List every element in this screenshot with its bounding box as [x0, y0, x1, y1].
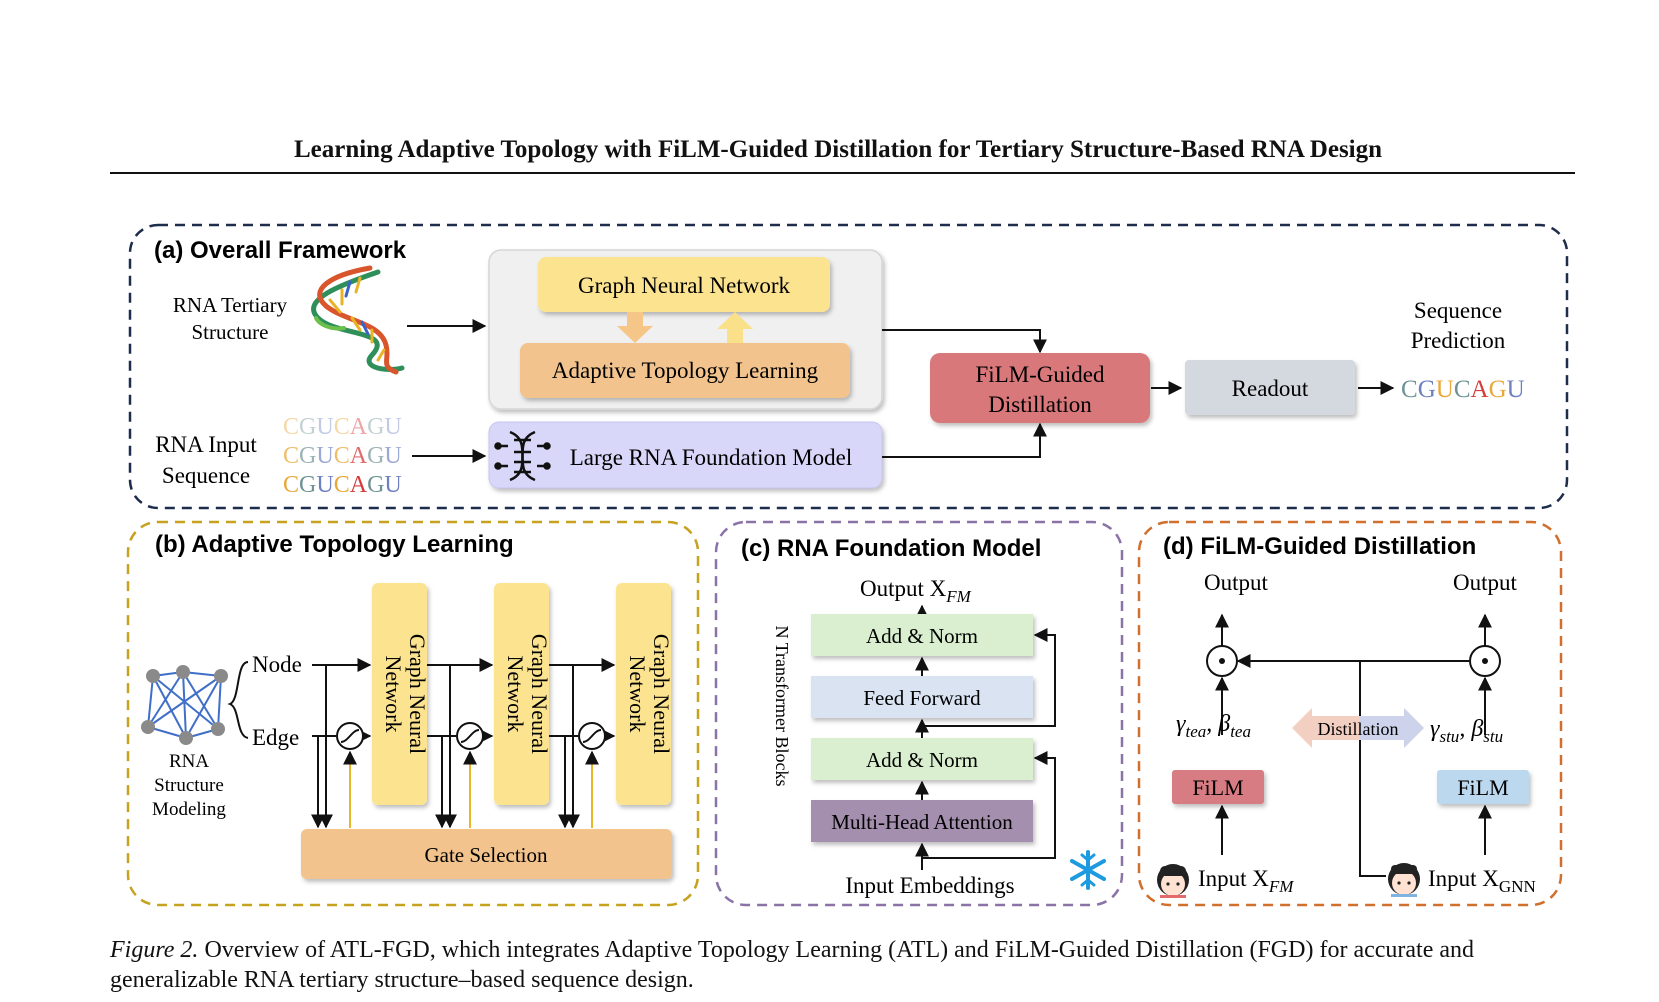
- rna-input-label-2: Sequence: [162, 463, 250, 488]
- panel-d-title: (d) FiLM-Guided Distillation: [1163, 533, 1476, 560]
- film-teacher-box: [1172, 770, 1264, 804]
- output-fm-label: Output XFM: [860, 576, 972, 606]
- odot-right-dot: [1482, 658, 1488, 664]
- add-norm-box-bottom: [811, 738, 1033, 780]
- gamma-beta-tea: γtea, βtea: [1176, 711, 1251, 741]
- node-label: Node: [252, 652, 302, 677]
- film-label-2: Distillation: [988, 392, 1092, 417]
- svg-text:Graph Neural: Graph Neural: [405, 634, 430, 754]
- film-label-1: FiLM-Guided: [975, 362, 1105, 387]
- panel-d-border: [1137, 520, 1563, 907]
- panel-c-title: (c) RNA Foundation Model: [741, 535, 1041, 562]
- panel-a-title: (a) Overall Framework: [154, 237, 407, 264]
- feed-forward-label: Feed Forward: [863, 686, 981, 710]
- prediction-label-1: Sequence: [1414, 298, 1502, 323]
- rna-tertiary-label-2: Structure: [192, 320, 269, 344]
- mha-label: Multi-Head Attention: [831, 810, 1013, 834]
- svg-text:Network: Network: [381, 656, 406, 733]
- add-norm-label-bottom: Add & Norm: [866, 748, 978, 772]
- rna-tertiary-label-1: RNA Tertiary: [173, 293, 288, 317]
- atl-label: Adaptive Topology Learning: [552, 358, 819, 383]
- up-block-arrow: [717, 312, 753, 343]
- modeling-label-1: RNA: [169, 751, 209, 772]
- caption-label: Figure 2.: [110, 937, 199, 963]
- dna-network-icon: [494, 430, 551, 482]
- distillation-label: Distillation: [1318, 719, 1399, 739]
- output-left-label: Output: [1204, 570, 1269, 595]
- caption-text: Overview of ATL-FGD, which integrates Ad…: [110, 937, 1475, 993]
- gamma-beta-stu: γstu, βstu: [1430, 716, 1503, 746]
- svg-text:Network: Network: [503, 656, 528, 733]
- film-distillation-box: [930, 353, 1150, 423]
- mha-box: [811, 800, 1033, 842]
- rna-input-label-1: RNA Input: [155, 432, 257, 457]
- film-student-box: [1437, 770, 1529, 804]
- modeling-label-2: Structure: [154, 775, 224, 796]
- input-embeddings-label: Input Embeddings: [845, 873, 1014, 898]
- gnn-column-1: Graph Neural Network: [372, 583, 430, 805]
- modeling-label-3: Modeling: [152, 799, 226, 820]
- atl-box: [520, 343, 850, 398]
- rna-graph-icon: [141, 665, 228, 745]
- add-norm-label-top: Add & Norm: [866, 624, 978, 648]
- odot-left-dot: [1219, 658, 1225, 664]
- readout-box: [1185, 360, 1355, 415]
- rna-seq-2: CGUCAGU: [283, 443, 402, 469]
- arrow-foundation-to-film: [882, 422, 1047, 458]
- panel-b-title: (b) Adaptive Topology Learning: [155, 531, 514, 558]
- down-block-arrow: [617, 312, 653, 343]
- student-avatar-icon: [1388, 863, 1420, 897]
- gate-feedback-lines: [343, 750, 599, 828]
- feed-forward-box: [811, 676, 1033, 718]
- input-fm-label: Input XFM: [1198, 866, 1294, 896]
- add-norm-box-top: [811, 614, 1033, 656]
- prediction-label-2: Prediction: [1411, 328, 1506, 353]
- panel-c-border: [714, 520, 1124, 907]
- running-title: Learning Adaptive Topology with FiLM-Gui…: [293, 136, 1383, 163]
- snowflake-icon: [1070, 850, 1106, 890]
- residual-connections: [922, 628, 1056, 859]
- title-rule: [110, 172, 1575, 174]
- predicted-sequence: CGUCAGU: [1401, 376, 1525, 403]
- gate-selection-box: [301, 829, 672, 879]
- figure-caption: Figure 2. Overview of ATL-FGD, which int…: [110, 935, 1585, 995]
- input-gnn-label: Input XGNN: [1428, 866, 1536, 896]
- graph-brace: [227, 661, 249, 739]
- sigmoid-gate-icon: [336, 722, 606, 750]
- gate-selection-label: Gate Selection: [424, 843, 548, 867]
- panel-b-border: [126, 520, 700, 907]
- n-transformer-blocks-label: N Transformer Blocks: [772, 626, 792, 787]
- gnn-column-3: Graph Neural Network: [616, 583, 674, 805]
- foundation-model-box: [488, 421, 883, 489]
- arrow-encoder-to-film: [882, 329, 1047, 354]
- svg-text:Graph Neural: Graph Neural: [649, 634, 674, 754]
- svg-text:Graph Neural: Graph Neural: [527, 634, 552, 754]
- svg-text:Network: Network: [625, 656, 650, 733]
- gnn-column-2: Graph Neural Network: [494, 583, 552, 805]
- gnn-label: Graph Neural Network: [578, 273, 791, 298]
- foundation-model-label: Large RNA Foundation Model: [570, 445, 853, 470]
- teacher-avatar-icon: [1157, 864, 1189, 898]
- output-right-label: Output: [1453, 570, 1518, 595]
- panel-a-border: [128, 223, 1569, 510]
- film-teacher-label: FiLM: [1192, 775, 1243, 800]
- edge-label: Edge: [252, 725, 299, 750]
- rna-seq-3: CGUCAGU: [283, 472, 402, 498]
- readout-label: Readout: [1232, 376, 1309, 401]
- film-student-label: FiLM: [1457, 775, 1508, 800]
- rna-seq-1: CGUCAGU: [283, 414, 402, 440]
- rna-helix-icon: [311, 265, 405, 375]
- distillation-arrow-right-half: [1360, 708, 1424, 748]
- gnn-box: [538, 257, 830, 312]
- panel-b-connections: [311, 658, 616, 829]
